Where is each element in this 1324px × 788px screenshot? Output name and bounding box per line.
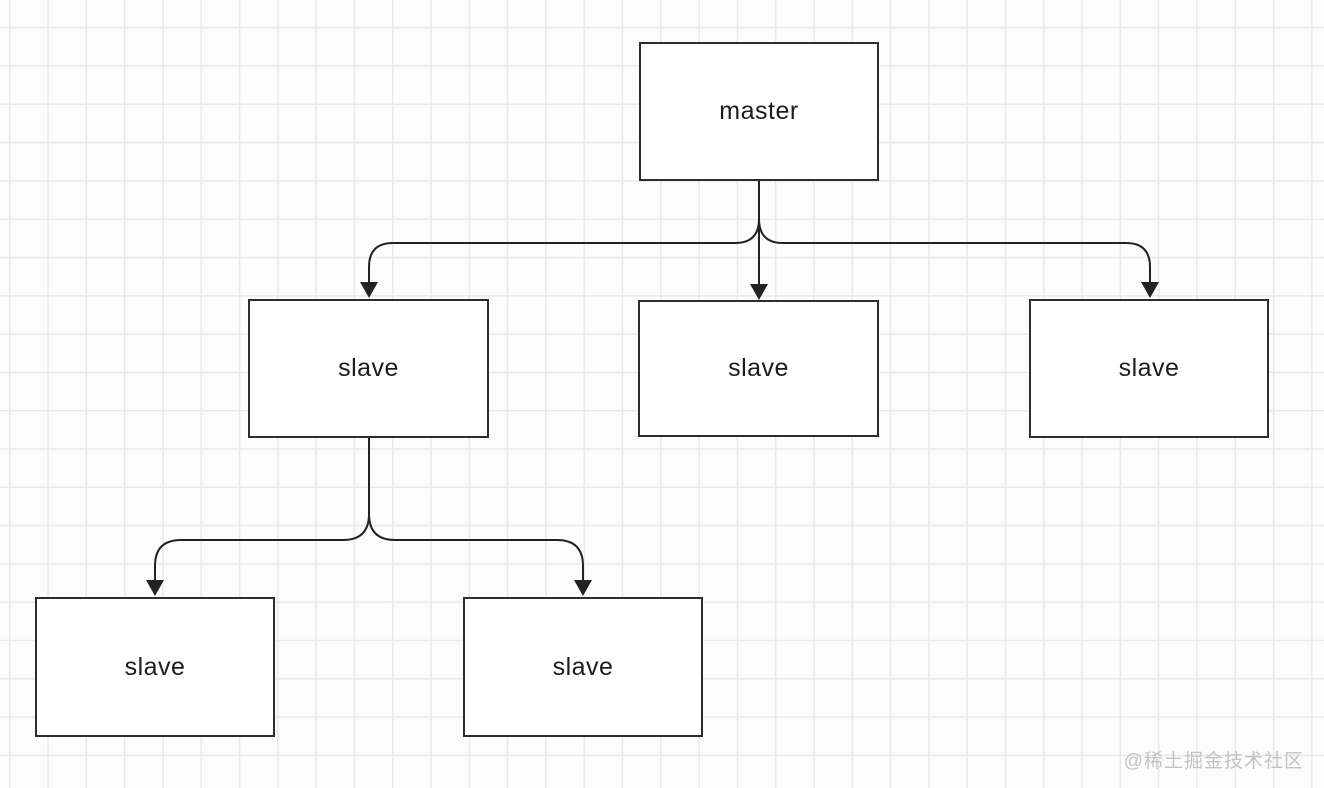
node-slave-5: slave (463, 597, 703, 737)
node-slave-2: slave (638, 300, 879, 437)
juejin-watermark: @稀土掘金技术社区 (1123, 751, 1304, 772)
node-slave-5-label: slave (552, 652, 614, 681)
arrowhead-slave-3 (1141, 282, 1159, 298)
node-slave-4-label: slave (124, 652, 186, 681)
node-slave-1-label: slave (338, 354, 399, 382)
node-slave-3-label: slave (1118, 354, 1180, 382)
arrowhead-slave-1 (360, 282, 378, 298)
edge-slave-1-slave-4 (154, 438, 370, 582)
arrowhead-slave-4 (146, 580, 164, 596)
node-master-label: master (719, 97, 799, 125)
node-slave-4: slave (35, 597, 275, 737)
node-slave-3: slave (1029, 299, 1269, 438)
arrowhead-slave-5 (574, 580, 592, 596)
node-master: master (639, 42, 879, 181)
edge-master-slave-1 (368, 181, 760, 284)
edge-master-slave-3 (758, 181, 1151, 284)
edge-slave-1-slave-5 (368, 438, 584, 582)
node-slave-1: slave (248, 299, 489, 438)
arrowhead-slave-2 (750, 284, 768, 300)
node-slave-2-label: slave (728, 354, 789, 382)
